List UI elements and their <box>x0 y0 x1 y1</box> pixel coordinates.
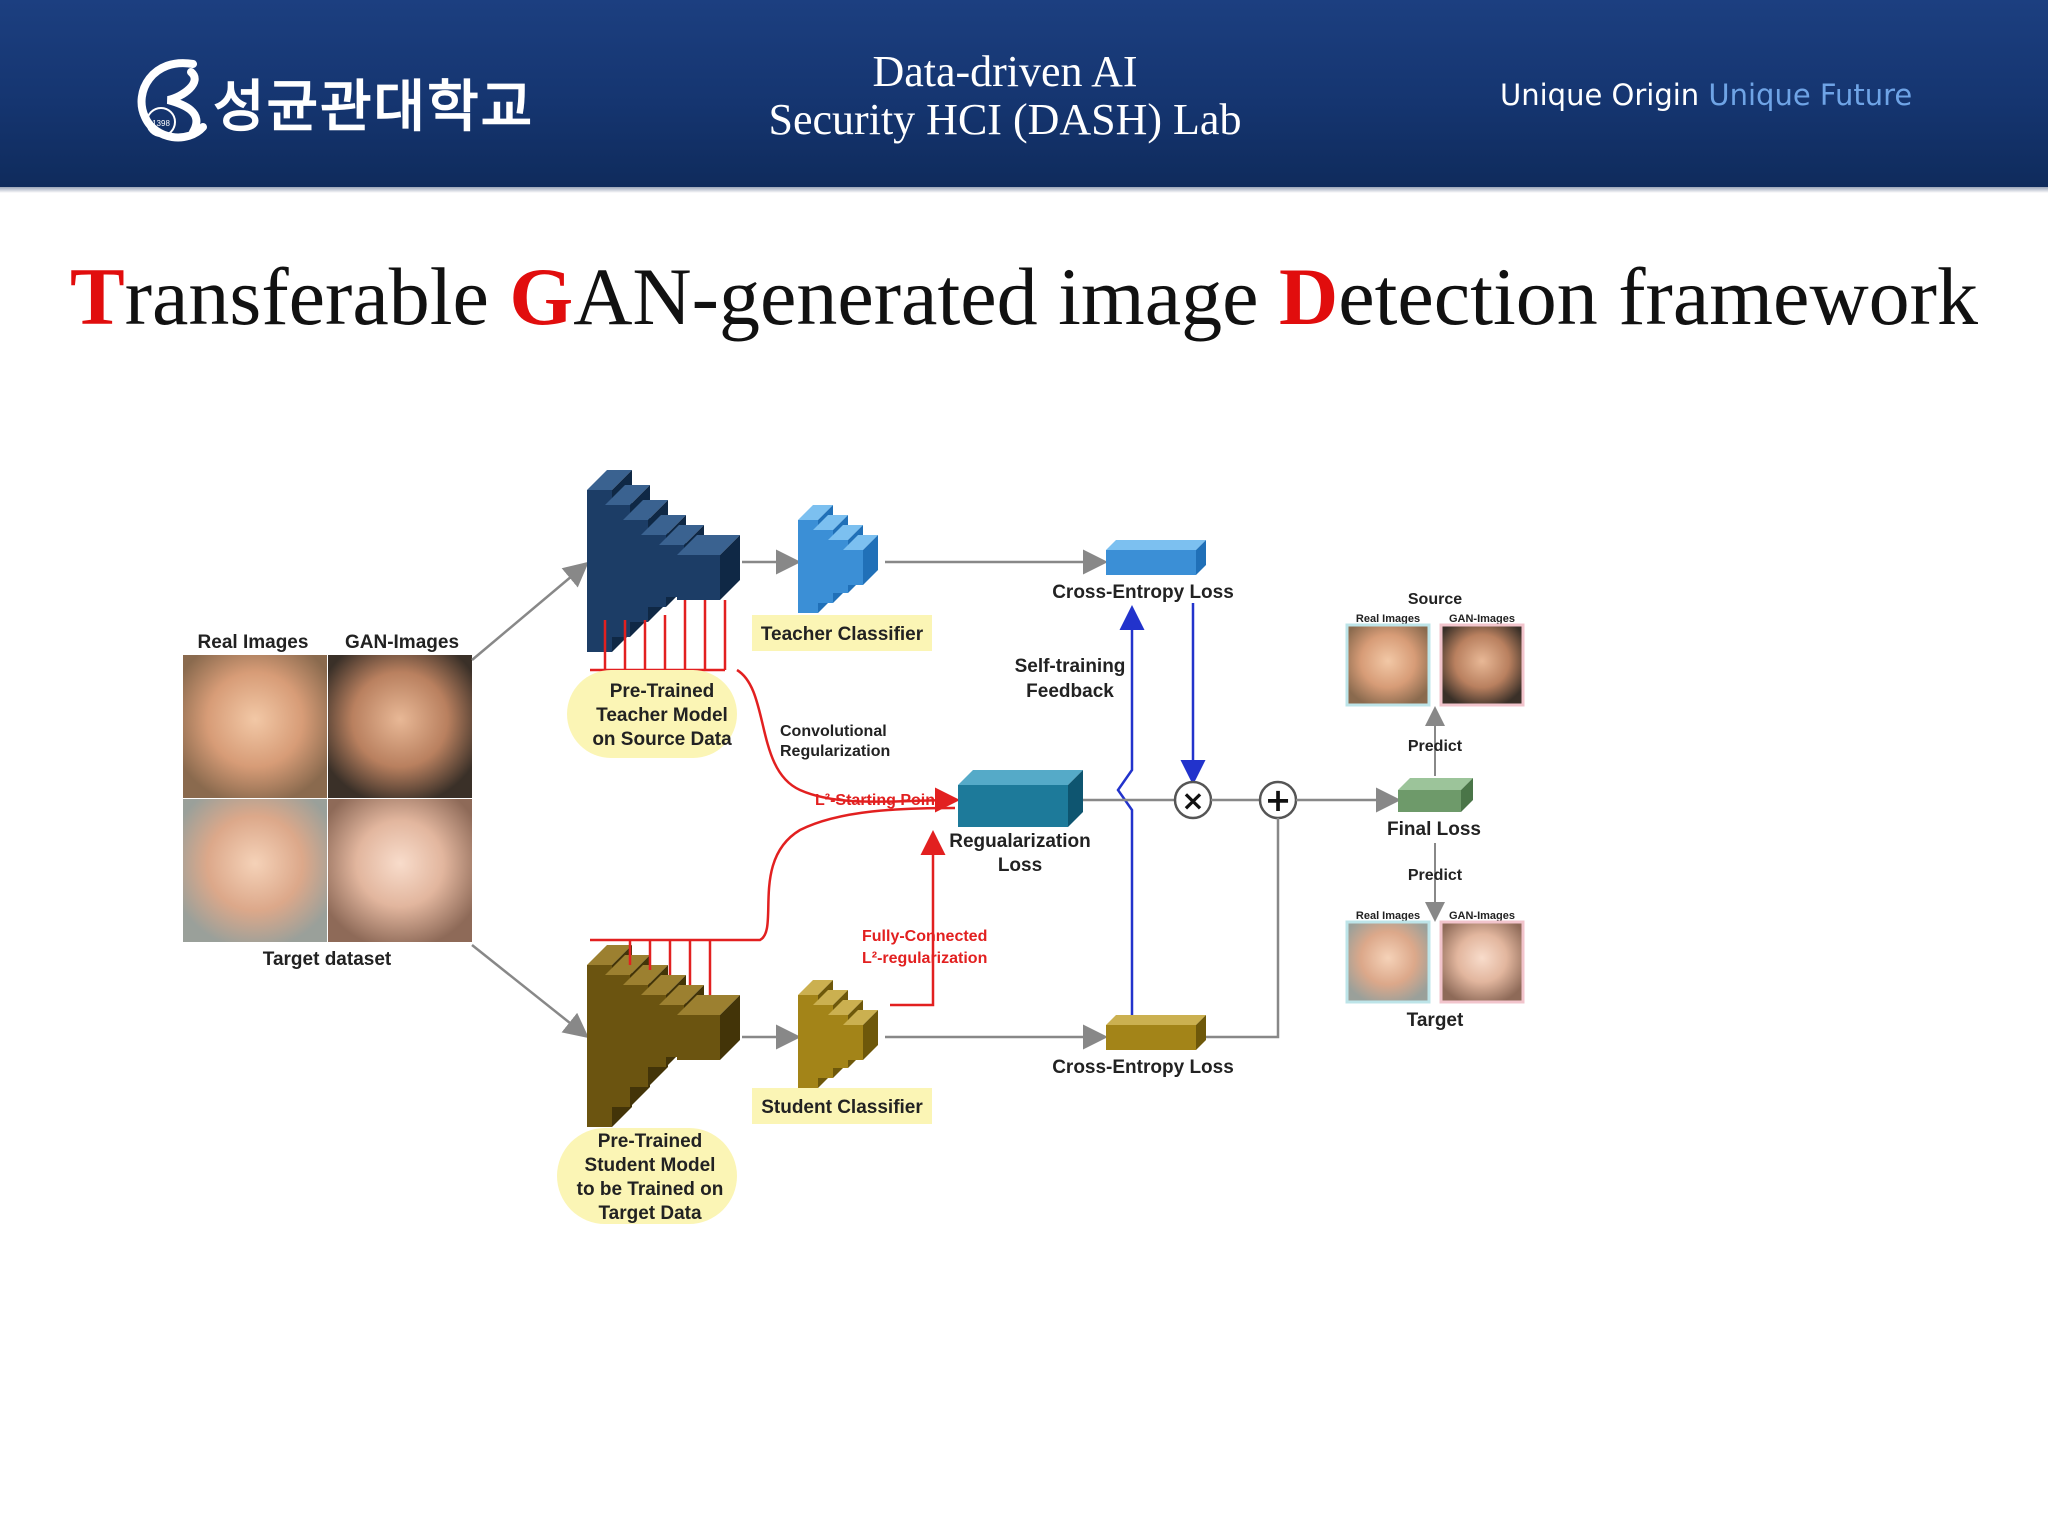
header-banner <box>0 0 2048 187</box>
predict-label-bottom: Predict <box>1408 867 1463 884</box>
student-classifier-block <box>798 980 878 1088</box>
lab-title: Data-driven AI Security HCI (DASH) Lab <box>700 48 1310 144</box>
title-initial-g: G <box>509 251 574 342</box>
logo-year: 1398 <box>152 119 170 128</box>
slogan: Unique Origin Unique Future <box>1500 78 1912 112</box>
target-gan-label: GAN-Images <box>1449 910 1515 922</box>
target-image-grid <box>183 655 472 942</box>
self-training-feedback-line <box>1116 605 1145 1020</box>
real-face-image <box>183 655 327 798</box>
fc-reg-label-line2: L²-regularization <box>862 950 987 967</box>
student-reg-curve <box>590 806 956 942</box>
regularization-loss-label-line2: Loss <box>998 855 1042 876</box>
title-initial-t: T <box>70 251 125 342</box>
student-model-label-line3: to be Trained on <box>577 1179 724 1200</box>
teacher-model-label-line1: Pre-Trained <box>610 681 715 702</box>
flow-arrow <box>471 561 589 661</box>
title-part-t: ransferable <box>124 251 510 342</box>
title-part-g: AN-generated image <box>573 251 1279 342</box>
gan-face-image <box>328 655 472 798</box>
teacher-model-label-line3: on Source Data <box>592 729 732 750</box>
lab-title-line2: Security HCI (DASH) Lab <box>768 95 1242 144</box>
source-gan-image <box>1439 623 1525 707</box>
label-highlight <box>567 670 737 758</box>
teacher-classifier-label: Teacher Classifier <box>761 624 924 645</box>
regularization-loss-label-line1: Regualarization <box>949 831 1090 852</box>
self-training-label-line1: Self-training <box>1015 656 1126 677</box>
multiply-symbol: × <box>1181 784 1204 817</box>
regularization-loss-block <box>958 770 1083 827</box>
label-highlight <box>752 615 932 651</box>
slide-title: Transferable GAN-generated image Detecti… <box>40 250 2008 344</box>
conv-reg-label-line1: Convolutional <box>780 723 887 740</box>
lab-title-line1: Data-driven AI <box>872 47 1138 96</box>
student-model-label-line4: Target Data <box>598 1203 702 1224</box>
slogan-part2: Unique Future <box>1708 78 1913 112</box>
student-model-label-line2: Student Model <box>585 1155 716 1176</box>
header-divider <box>0 187 2048 193</box>
flow-line <box>1206 818 1280 1039</box>
cross-entropy-loss-bottom-block <box>1106 1015 1206 1050</box>
student-red-ticks <box>628 940 712 995</box>
source-real-label: Real Images <box>1356 613 1420 625</box>
multiply-operator: × <box>1173 780 1213 820</box>
teacher-model-label-line2: Teacher Model <box>596 705 728 726</box>
fc-reg-line <box>890 830 946 1007</box>
source-label: Source <box>1408 591 1462 608</box>
predict-label-top: Predict <box>1408 738 1463 755</box>
teacher-model-block <box>587 470 740 652</box>
gan-face-image <box>328 799 472 942</box>
l2-starting-point-label: L²-Starting Point <box>815 792 941 809</box>
student-model-block <box>587 945 740 1127</box>
label-highlight <box>752 1088 932 1124</box>
real-images-label: Real Images <box>198 632 309 653</box>
student-classifier-label: Student Classifier <box>761 1097 923 1118</box>
fc-reg-label-line1: Fully-Connected <box>862 928 987 945</box>
university-logo: 1398 성균관대학교 <box>133 52 553 147</box>
flow-arrow <box>471 944 589 1039</box>
university-emblem-icon: 1398 <box>137 59 207 142</box>
target-real-image <box>1345 920 1431 1004</box>
source-gan-label: GAN-Images <box>1449 613 1515 625</box>
title-part-d: etection framework <box>1338 251 1978 342</box>
plus-symbol: + <box>1265 781 1292 819</box>
target-dataset-label: Target dataset <box>263 949 392 970</box>
conv-reg-label-line2: Regularization <box>780 743 890 760</box>
target-real-label: Real Images <box>1356 910 1420 922</box>
real-face-image <box>183 799 327 942</box>
teacher-classifier-block <box>798 505 878 613</box>
source-real-image <box>1345 623 1431 707</box>
target-label: Target <box>1407 1010 1464 1031</box>
slogan-part1: Unique Origin <box>1500 78 1700 112</box>
cross-entropy-loss-top-label: Cross-Entropy Loss <box>1052 582 1234 603</box>
title-initial-d: D <box>1279 251 1339 342</box>
cross-entropy-loss-top-block <box>1106 540 1206 575</box>
final-loss-block <box>1398 778 1473 812</box>
gan-images-label: GAN-Images <box>345 632 459 653</box>
student-model-label-line1: Pre-Trained <box>598 1131 703 1152</box>
cross-entropy-loss-bottom-label: Cross-Entropy Loss <box>1052 1057 1234 1078</box>
final-loss-label: Final Loss <box>1387 819 1481 840</box>
label-highlight <box>557 1128 737 1224</box>
university-name: 성균관대학교 <box>213 75 535 140</box>
l2-starting-point-curve <box>736 668 960 813</box>
plus-operator: + <box>1258 780 1298 820</box>
target-gan-image <box>1439 920 1525 1004</box>
self-training-label-line2: Feedback <box>1026 681 1114 702</box>
